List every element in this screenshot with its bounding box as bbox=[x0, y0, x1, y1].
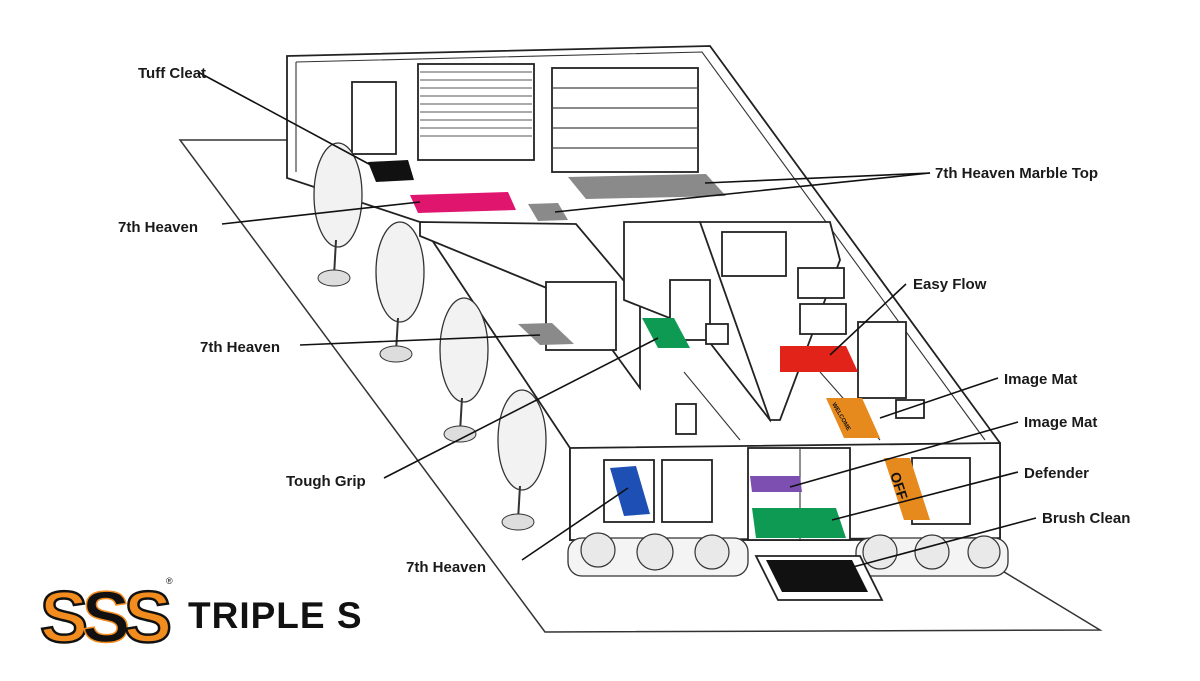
mat-blue-7th-heaven bbox=[610, 466, 650, 516]
leader-brush-clean bbox=[811, 517, 1037, 579]
leader-lines bbox=[197, 71, 1037, 579]
sink-counter bbox=[895, 399, 925, 419]
mat-purple-image-mat bbox=[750, 476, 802, 492]
leader-7th-heaven-3 bbox=[521, 487, 629, 561]
leader-tough-grip bbox=[383, 337, 659, 479]
label-7th-heaven-marble-top: 7th Heaven Marble Top bbox=[935, 165, 1098, 182]
mat-pink-7th-heaven bbox=[410, 192, 516, 213]
mat-grey-marble-top-2 bbox=[528, 203, 568, 221]
mat-grey-marble-top-1 bbox=[568, 174, 726, 199]
label-brush-clean: Brush Clean bbox=[1042, 510, 1130, 527]
label-image-mat-1: Image Mat bbox=[1004, 371, 1077, 388]
front-window-mid bbox=[661, 459, 713, 523]
triple-s-logo: S S S ® TRIPLE S bbox=[39, 576, 363, 660]
registered-mark: ® bbox=[166, 576, 173, 586]
back-door bbox=[351, 81, 397, 155]
mat-green-defender bbox=[752, 508, 846, 538]
svg-text:S: S bbox=[40, 578, 88, 658]
leader-image-mat-2 bbox=[789, 421, 1019, 488]
brand-name: TRIPLE S bbox=[188, 595, 363, 636]
house-inner-wall-line bbox=[295, 51, 986, 441]
leader-easy-flow bbox=[829, 283, 907, 356]
mat-grey-7th-heaven bbox=[518, 323, 574, 345]
tree-bases bbox=[317, 269, 535, 531]
fridge bbox=[857, 321, 907, 399]
shelving-lines bbox=[552, 87, 698, 149]
logo-mark: S S S bbox=[39, 577, 174, 660]
label-tough-grip: Tough Grip bbox=[286, 473, 366, 490]
label-image-mat-2: Image Mat bbox=[1024, 414, 1097, 431]
monitor bbox=[675, 403, 697, 435]
label-7th-heaven-1: 7th Heaven bbox=[118, 219, 198, 236]
dryer bbox=[705, 323, 729, 345]
dishwasher bbox=[799, 303, 847, 335]
label-easy-flow: Easy Flow bbox=[913, 276, 987, 293]
mat-red-easy-flow bbox=[780, 346, 858, 372]
trees bbox=[313, 142, 547, 491]
shrubs bbox=[580, 532, 1001, 571]
laundry-unit bbox=[669, 279, 711, 341]
leader-image-mat-1 bbox=[879, 377, 999, 419]
roller-door-slats bbox=[420, 71, 532, 137]
label-tuff-cleat: Tuff Cleat bbox=[138, 65, 206, 82]
back-shelving bbox=[551, 67, 699, 173]
leader-marble-top-2 bbox=[554, 172, 931, 213]
label-7th-heaven-2: 7th Heaven bbox=[200, 339, 280, 356]
kitchen-cabinet bbox=[721, 231, 787, 277]
leader-defender bbox=[831, 471, 1019, 521]
label-7th-heaven-3: 7th Heaven bbox=[406, 559, 486, 576]
mat-orange-image-mat bbox=[826, 398, 880, 438]
interior-wall-d bbox=[683, 371, 741, 441]
interior-wall-a bbox=[419, 221, 641, 391]
mat-off-orange bbox=[884, 458, 930, 520]
label-defender: Defender bbox=[1024, 465, 1089, 482]
svg-text:S: S bbox=[124, 578, 172, 658]
leader-7th-heaven-1 bbox=[221, 201, 421, 225]
svg-text:S: S bbox=[82, 578, 130, 658]
stove bbox=[797, 267, 845, 299]
leader-7th-heaven-2 bbox=[299, 334, 541, 346]
leader-tuff-cleat bbox=[197, 71, 381, 171]
mat-tuff-cleat-black bbox=[368, 160, 414, 182]
leader-marble-top-1 bbox=[704, 172, 931, 184]
